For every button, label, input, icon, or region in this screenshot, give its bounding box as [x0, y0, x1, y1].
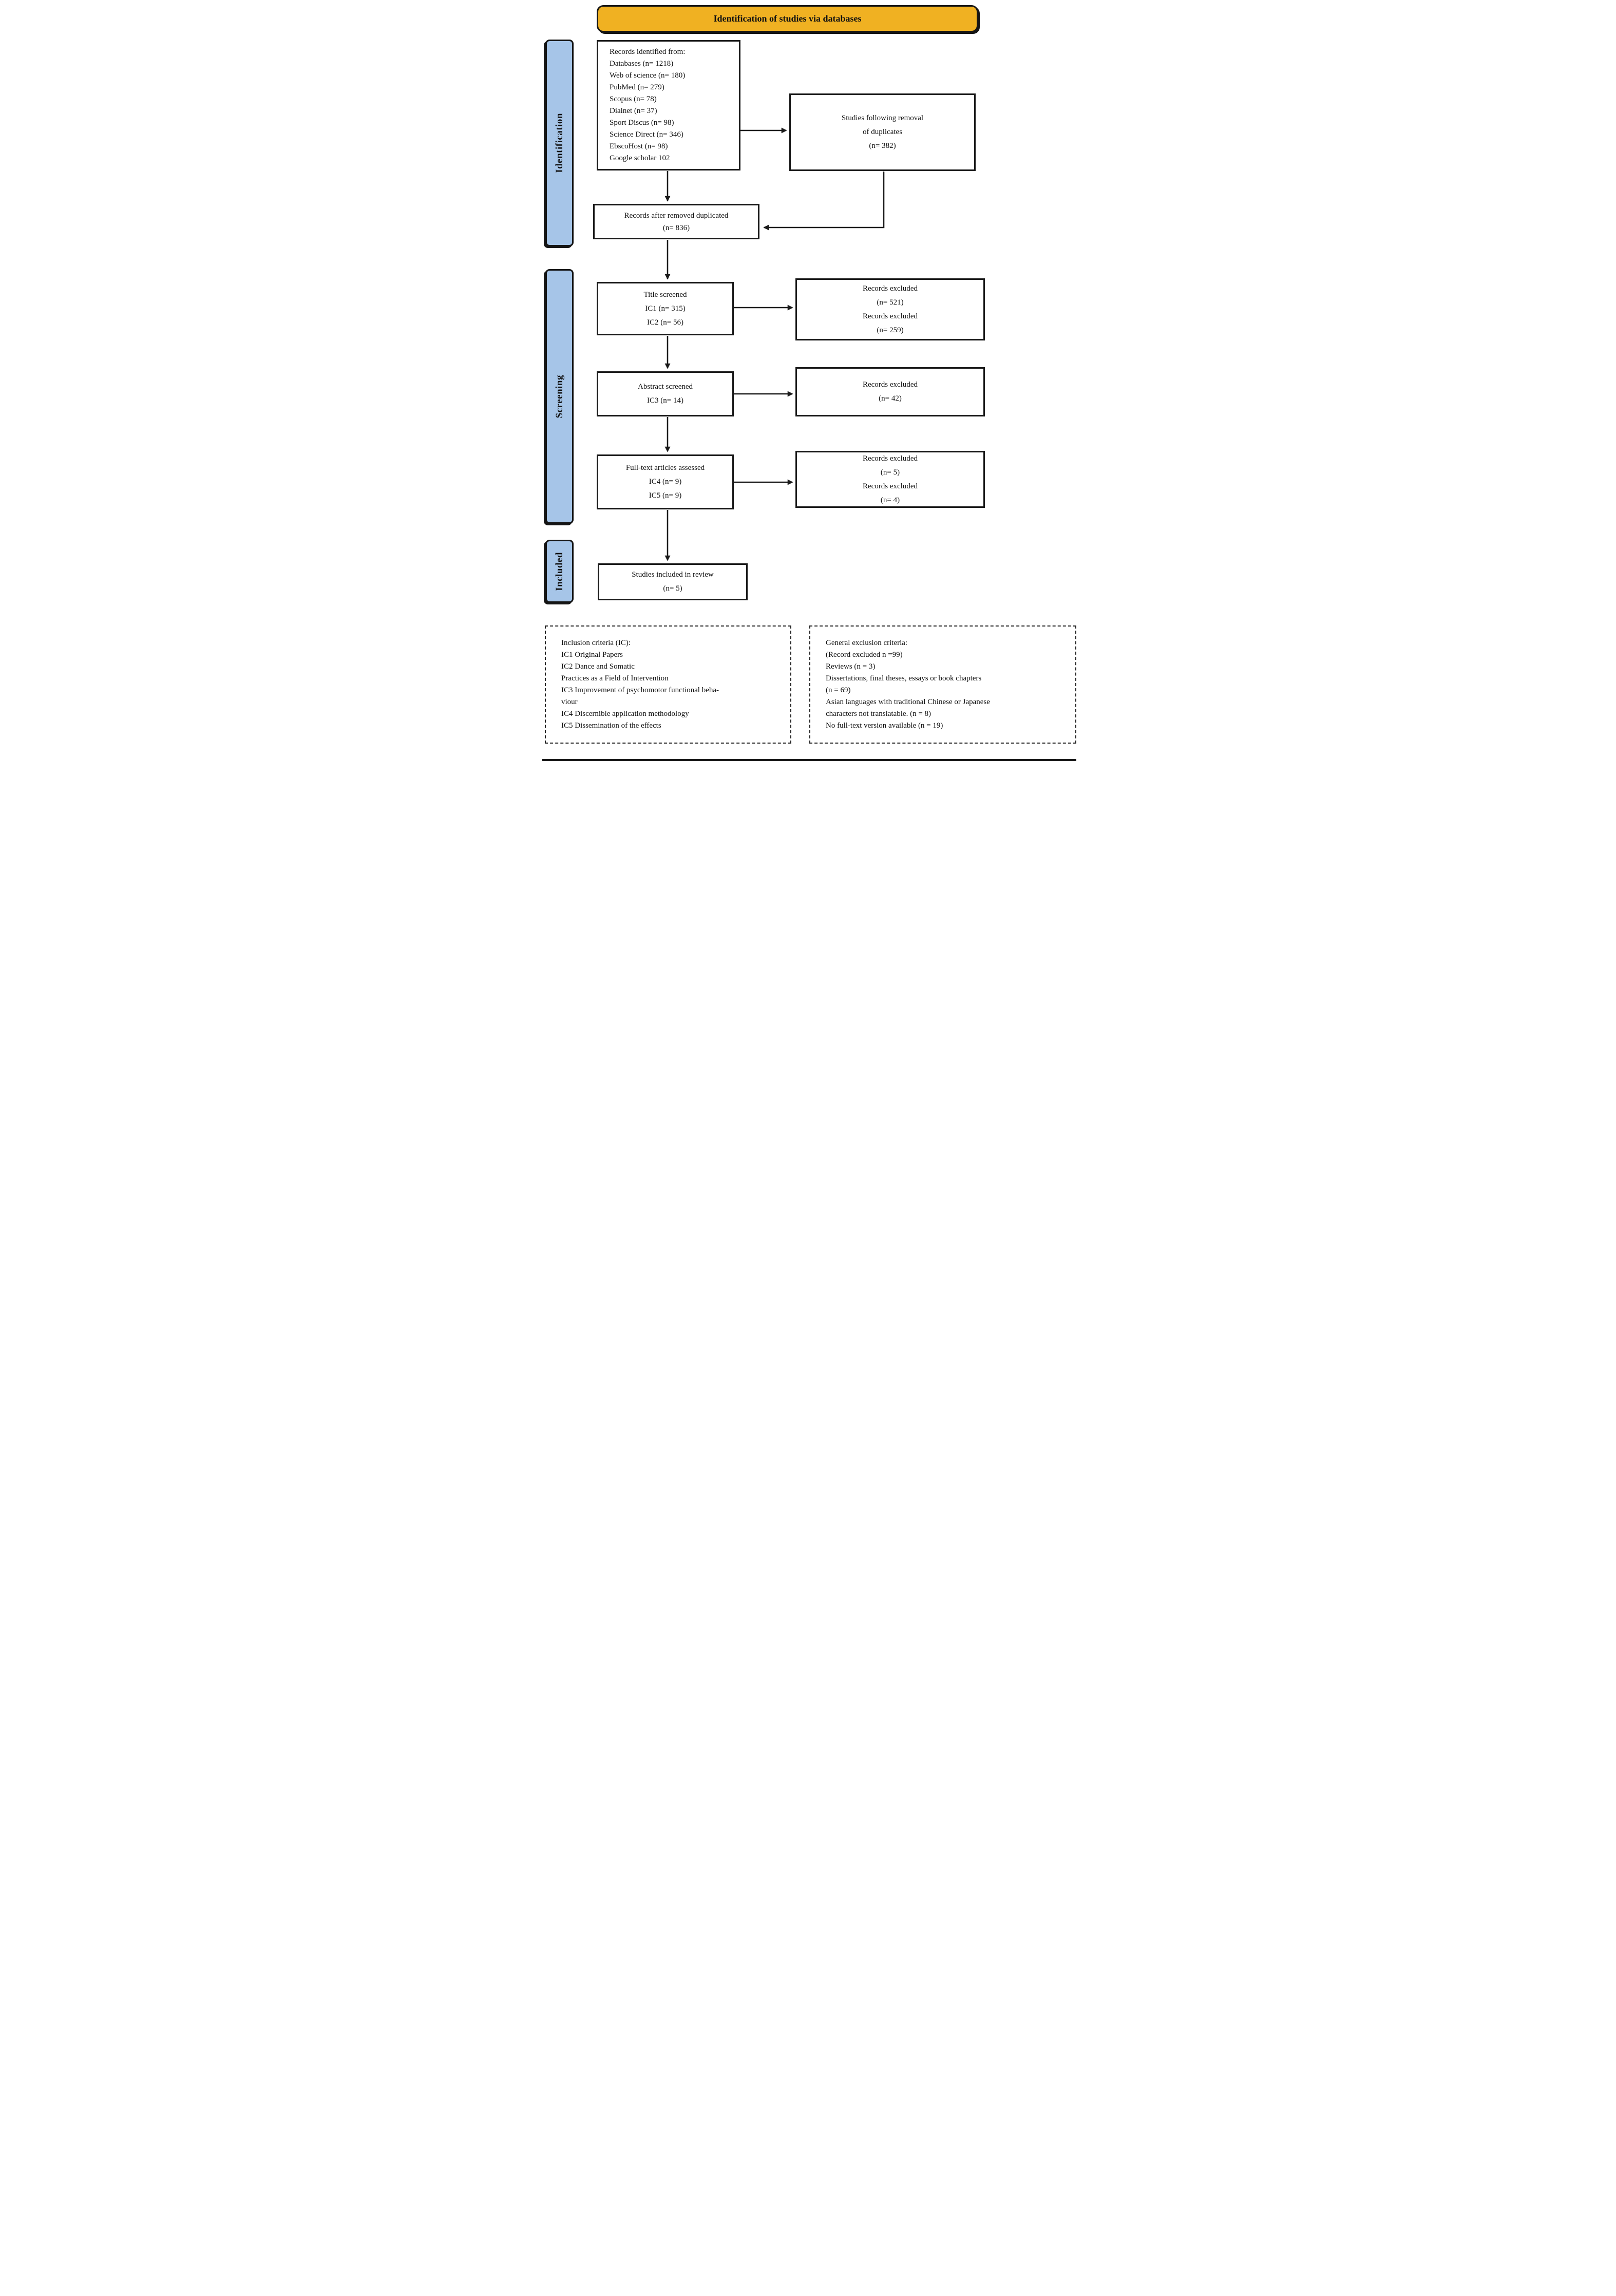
bottom-divider-line — [542, 759, 1076, 761]
arrow-duplicates-to-after-duplicates — [763, 172, 885, 231]
diagram-title-banner: Identification of studies via databases — [597, 5, 978, 32]
box-inclusion-criteria: Inclusion criteria (IC): IC1 Original Pa… — [545, 625, 791, 744]
box-studies-included: Studies included in review (n= 5) — [598, 563, 748, 600]
box-abstract-screened: Abstract screened IC3 (n= 14) — [597, 371, 734, 416]
box-records-excluded-title: Records excluded (n= 521) Records exclud… — [795, 278, 985, 340]
prisma-flow-diagram: Identification of studies via databases … — [539, 0, 1077, 765]
box-fulltext-assessed: Full-text articles assessed IC4 (n= 9) I… — [597, 454, 734, 509]
box-records-identified: Records identified from: Databases (n= 1… — [597, 40, 740, 170]
stage-label-identification: Identification — [545, 40, 574, 246]
box-records-after-duplicates: Records after removed duplicated (n= 836… — [593, 204, 759, 239]
box-exclusion-criteria: General exclusion criteria: (Record excl… — [809, 625, 1076, 744]
box-records-excluded-fulltext: Records excluded (n= 5) Records excluded… — [795, 451, 985, 508]
stage-label-included: Included — [545, 540, 574, 603]
box-title-screened: Title screened IC1 (n= 315) IC2 (n= 56) — [597, 282, 734, 335]
box-duplicates-removed: Studies following removal of duplicates … — [789, 93, 976, 171]
box-records-excluded-abstract: Records excluded (n= 42) — [795, 367, 985, 416]
stage-label-screening: Screening — [545, 269, 574, 524]
diagram-title: Identification of studies via databases — [713, 13, 862, 24]
